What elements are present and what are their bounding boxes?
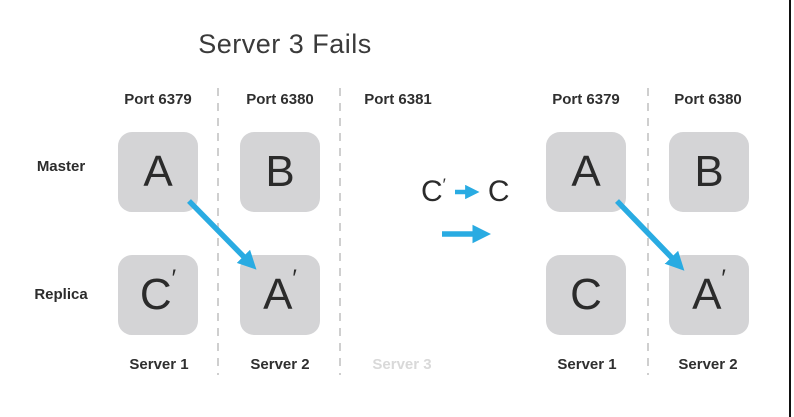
server-label-left-2: Server 2: [250, 356, 310, 373]
node-letter: A: [571, 147, 601, 196]
node-letter: C: [421, 175, 443, 208]
node-box-master-b-after: B: [669, 132, 749, 212]
port-label-left-2: Port 6380: [246, 91, 314, 108]
rename-annotation: C′ C: [421, 176, 510, 208]
node-letter: C: [487, 175, 510, 208]
master-row-label: Master: [36, 158, 86, 175]
node-box-master-b: B: [240, 132, 320, 212]
frame-edge: [789, 0, 791, 417]
node-letter: A: [263, 270, 293, 319]
node-letter: B: [265, 147, 295, 196]
port-label-left-1: Port 6379: [124, 91, 192, 108]
rename-arrow-icon: [454, 184, 480, 200]
prime-mark: ′: [721, 265, 726, 292]
annotation-from: C′: [421, 175, 446, 208]
port-label-right-1: Port 6379: [552, 91, 620, 108]
port-label-right-2: Port 6380: [674, 91, 742, 108]
node-letter: A: [143, 147, 173, 196]
node-box-master-a-after: A: [546, 132, 626, 212]
node-box-master-a: A: [118, 132, 198, 212]
annotation-to: C: [488, 177, 510, 207]
prime-mark: ′: [171, 265, 177, 292]
node-letter: C: [139, 270, 172, 319]
node-letter: B: [694, 147, 724, 196]
replication-arrow-right: [615, 199, 685, 271]
node-letter: C: [570, 270, 602, 319]
server-label-right-1: Server 1: [557, 356, 617, 373]
node-box-replica-a-after: A′: [669, 255, 749, 335]
server-label-left-1: Server 1: [129, 356, 189, 373]
prime-mark: ′: [442, 175, 446, 194]
server-label-left-3-failed: Server 3: [372, 356, 432, 373]
column-divider: [217, 88, 219, 375]
column-divider: [647, 88, 649, 375]
prime-mark: ′: [292, 265, 297, 292]
node-box-replica-c-after: C: [546, 255, 626, 335]
port-label-left-3: Port 6381: [364, 91, 432, 108]
diagram-title: Server 3 Fails: [198, 29, 372, 59]
replica-row-label: Replica: [34, 286, 88, 303]
node-letter: A: [692, 270, 722, 319]
node-box-replica-c: C′: [118, 255, 198, 335]
column-divider: [339, 88, 341, 375]
node-box-replica-a: A′: [240, 255, 320, 335]
server-label-right-2: Server 2: [678, 356, 738, 373]
